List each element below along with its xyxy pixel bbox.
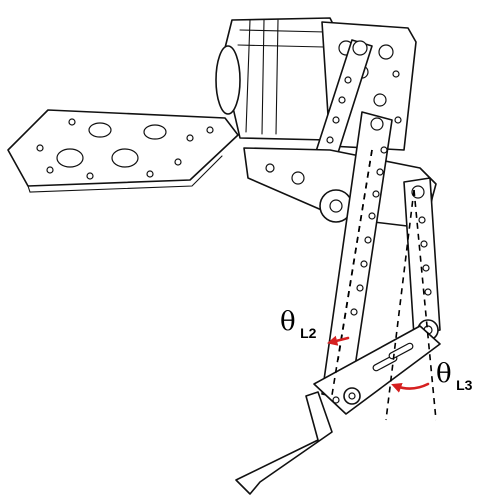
theta-l3-arrow (391, 382, 430, 393)
theta-l2-arrow (326, 335, 350, 346)
shin-link (403, 177, 441, 341)
angle-reference-lines (331, 149, 437, 421)
theta-l2-label: θ L2 (280, 307, 317, 341)
thigh-link (321, 111, 393, 401)
angle-arrows (326, 335, 430, 393)
servo-motor (215, 17, 337, 141)
mounting-plate (7, 109, 239, 193)
theta-l3-label: θ L3 (436, 359, 473, 393)
ankle-foot (235, 325, 441, 495)
